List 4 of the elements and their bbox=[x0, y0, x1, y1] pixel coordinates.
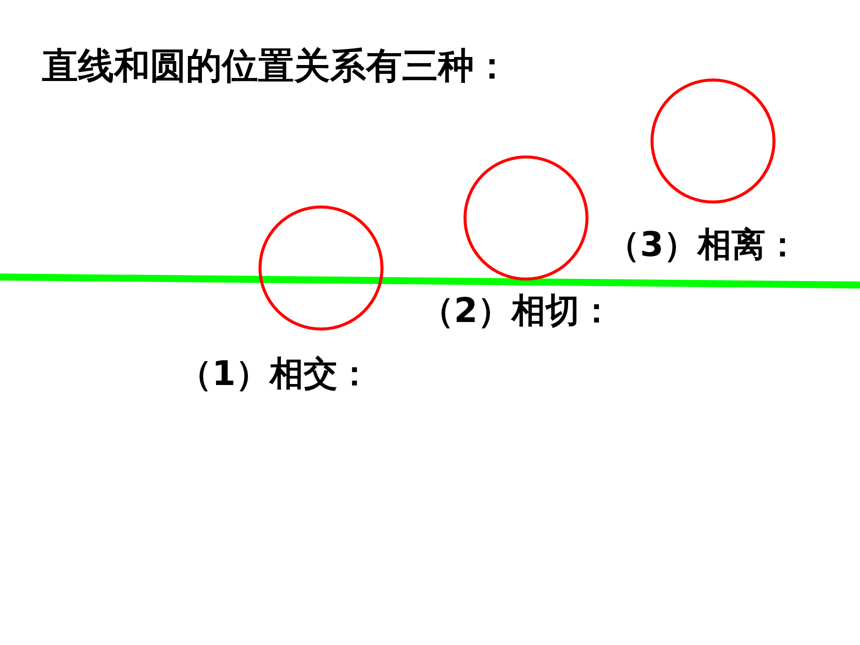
case-label: （1）相交： bbox=[178, 355, 372, 394]
case-label: （3）相离： bbox=[606, 226, 800, 266]
title: 直线和圆的位置关系有三种： bbox=[42, 46, 510, 88]
case-label: （2）相切： bbox=[420, 292, 614, 332]
